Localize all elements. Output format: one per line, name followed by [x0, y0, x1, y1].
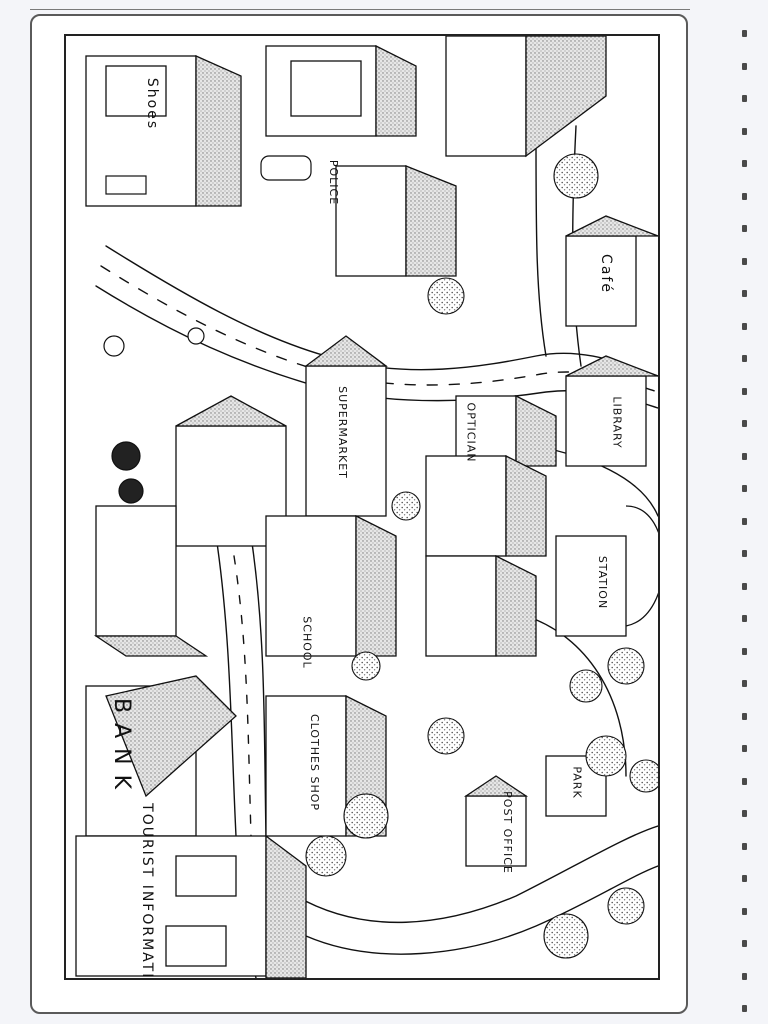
top-scan-line — [30, 9, 690, 10]
road-dashes — [100, 265, 658, 393]
margin-mark — [742, 95, 747, 102]
margin-mark — [742, 485, 747, 492]
bank-label: BANK — [109, 697, 135, 800]
margin-mark — [742, 875, 747, 882]
school-label: SCHOOL — [300, 616, 314, 669]
tourist-information-label: TOURIST INFORMATION — [138, 803, 155, 980]
river-road — [295, 825, 658, 924]
margin-mark — [742, 193, 747, 200]
margin-mark — [742, 908, 747, 915]
margin-mark — [742, 810, 747, 817]
side-road — [535, 135, 547, 357]
margin-mark — [742, 778, 747, 785]
police-label: POLICE — [327, 159, 341, 206]
margin-mark — [742, 940, 747, 947]
station-label: STATION — [596, 555, 610, 610]
margin-mark — [742, 648, 747, 655]
post-office-label: POST OFFICE — [500, 791, 514, 874]
park-label: PARK — [570, 766, 584, 799]
town-map-frame: Shoes POLICE Café SUPERMARKET OPTICIAN L… — [64, 34, 660, 980]
library-label: LIBRARY — [610, 396, 624, 449]
shoes-label: Shoes — [144, 77, 161, 131]
margin-mark — [742, 290, 747, 297]
town-map-illustration — [75, 36, 658, 978]
margin-mark — [742, 745, 747, 752]
margin-mark — [742, 30, 747, 37]
margin-mark — [742, 258, 747, 265]
margin-mark — [742, 680, 747, 687]
margin-mark — [742, 583, 747, 590]
margin-mark — [742, 843, 747, 850]
binder-hole-marks — [738, 0, 768, 1024]
clothes-shop-label: CLOTHES SHOP — [308, 713, 322, 812]
margin-mark — [742, 420, 747, 427]
cafe-label: Café — [597, 254, 614, 294]
margin-mark — [742, 973, 747, 980]
optician-label: OPTICIAN — [464, 402, 478, 463]
margin-mark — [742, 550, 747, 557]
margin-mark — [742, 453, 747, 460]
margin-mark — [742, 518, 747, 525]
margin-mark — [742, 355, 747, 362]
margin-mark — [742, 713, 747, 720]
margin-mark — [742, 388, 747, 395]
main-road-edge — [105, 245, 658, 377]
margin-mark — [742, 323, 747, 330]
supermarket-label: SUPERMARKET — [335, 386, 349, 479]
margin-mark — [742, 128, 747, 135]
margin-mark — [742, 63, 747, 70]
margin-mark — [742, 615, 747, 622]
margin-mark — [742, 160, 747, 167]
margin-mark — [742, 225, 747, 232]
river-road — [305, 865, 658, 955]
margin-mark — [742, 1005, 747, 1012]
road-dashes — [233, 555, 273, 978]
